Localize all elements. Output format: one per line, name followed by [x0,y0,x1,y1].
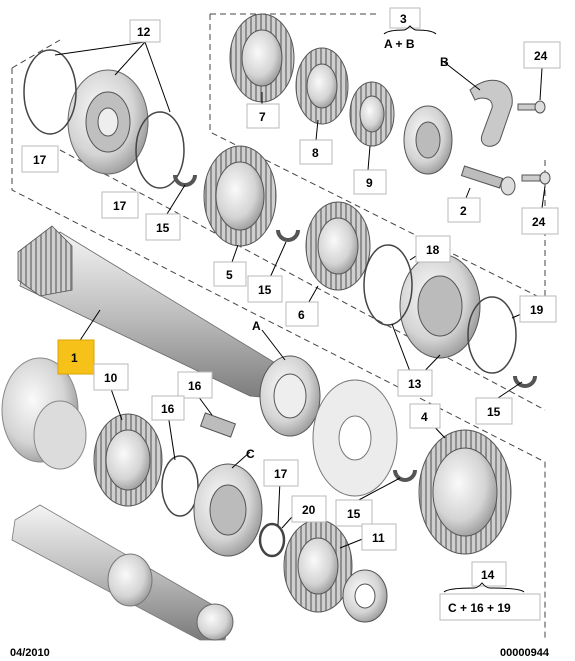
label-17-top[interactable]: 17 [21,145,59,173]
leader-lines [54,41,546,549]
gears [23,13,551,623]
label-4[interactable]: 4 [409,403,441,429]
svg-text:17: 17 [33,153,47,167]
svg-text:14: 14 [481,568,495,582]
svg-text:17: 17 [274,467,288,481]
part-labels: 12 17 17 15 7 8 9 24 24 2 5 15 6 18 19 1… [21,19,561,551]
svg-text:15: 15 [487,405,501,419]
label-20[interactable]: 20 [291,495,327,523]
label-16-left[interactable]: 16 [151,395,185,421]
label-11[interactable]: 11 [361,523,397,551]
letter-callouts: A B C [246,55,449,461]
svg-text:9: 9 [366,176,373,190]
svg-text:18: 18 [426,243,440,257]
label-15-d[interactable]: 15 [335,499,373,527]
label-15-b[interactable]: 15 [247,275,283,303]
svg-text:17: 17 [113,199,127,213]
svg-text:6: 6 [298,308,305,322]
label-1[interactable]: 1 [57,339,95,375]
label-9[interactable]: 9 [353,169,387,195]
svg-text:2: 2 [460,204,467,218]
label-8[interactable]: 8 [299,139,333,165]
kit-14-callout: 14 C + 16 + 19 [439,561,541,621]
svg-text:24: 24 [532,215,546,229]
label-18[interactable]: 19 [519,295,557,323]
svg-text:7: 7 [259,110,266,124]
svg-text:3: 3 [400,12,407,26]
footer: 04/2010 00000944 [10,647,550,659]
svg-text:15: 15 [156,221,170,235]
label-7[interactable]: 7 [246,103,280,129]
kit-3-callout: 3 A + B [383,7,437,51]
left-gear-cluster [1,357,87,470]
svg-text:5: 5 [226,268,233,282]
label-10[interactable]: 10 [93,363,129,391]
svg-text:15: 15 [347,507,361,521]
svg-text:15: 15 [258,283,272,297]
svg-text:10: 10 [104,371,118,385]
label-15-c[interactable]: 15 [475,397,513,425]
label-12[interactable]: 12 [129,19,161,43]
svg-text:8: 8 [312,146,319,160]
letter-b: B [440,55,449,69]
secondary-shaft [11,504,234,641]
svg-text:19: 19 [530,303,544,317]
letter-a: A [252,319,261,333]
label-24-bottom[interactable]: 24 [521,207,559,235]
label-2[interactable]: 2 [447,197,481,223]
label-5[interactable]: 5 [213,261,247,287]
svg-text:11: 11 [372,531,385,545]
svg-text:4: 4 [421,410,428,424]
label-6[interactable]: 6 [285,301,319,327]
svg-text:16: 16 [161,402,175,416]
footer-code: 00000944 [500,647,550,659]
svg-text:A + B: A + B [384,37,415,51]
footer-date: 04/2010 [10,647,50,659]
label-16-right[interactable]: 17 [263,459,299,487]
svg-text:C + 16 + 19: C + 16 + 19 [448,601,511,615]
svg-text:16: 16 [188,379,202,393]
svg-text:12: 12 [137,25,151,39]
svg-text:13: 13 [408,377,422,391]
svg-text:20: 20 [302,503,316,517]
label-24-top[interactable]: 24 [523,41,561,69]
label-19[interactable]: 16 [177,371,213,399]
letter-c: C [246,447,255,461]
label-17-mid[interactable]: 17 [101,191,139,219]
label-13[interactable]: 13 [397,369,433,397]
svg-text:24: 24 [534,49,548,63]
svg-text:1: 1 [71,351,78,365]
label-17-right[interactable]: 18 [415,235,451,263]
label-15-a[interactable]: 15 [145,213,181,241]
main-shaft [17,225,294,401]
